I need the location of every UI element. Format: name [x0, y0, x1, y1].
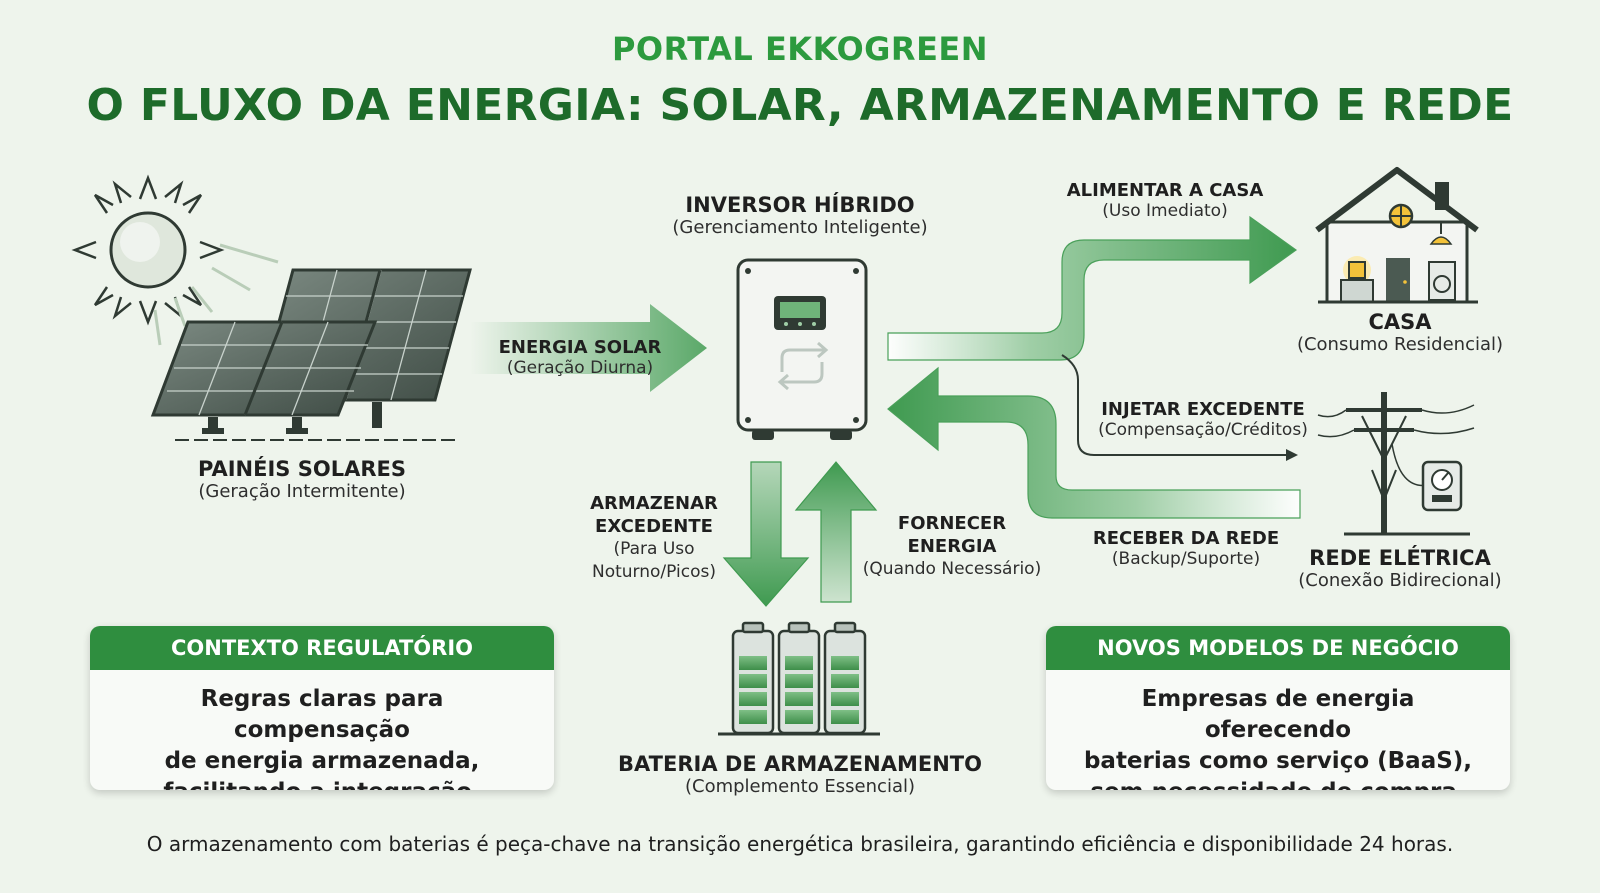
regulatory-card-line: Regras claras para compensação: [200, 686, 444, 743]
battery-icon: [718, 621, 880, 736]
receive-grid-arrow: [887, 366, 1301, 519]
battery-label: BATERIA DE ARMAZENAMENTO (Complemento Es…: [590, 752, 1010, 797]
supply-energy-title-1: FORNECER: [897, 513, 1007, 534]
inverter-title: INVERSOR HÍBRIDO: [685, 193, 915, 217]
inject-surplus-label: INJETAR EXCEDENTE (Compensação/Créditos): [1078, 399, 1328, 440]
battery-title: BATERIA DE ARMAZENAMENTO: [618, 752, 982, 776]
store-surplus-subtitle-1: (Para Uso: [613, 539, 695, 559]
business-card: NOVOS MODELOS DE NEGÓCIO Empresas de ene…: [1046, 626, 1510, 790]
receive-grid-label: RECEBER DA REDE (Backup/Suporte): [1066, 528, 1306, 569]
regulatory-card-line: de energia armazenada,: [164, 748, 480, 774]
house-icon: [1315, 167, 1479, 304]
regulatory-card-title: CONTEXTO REGULATÓRIO: [90, 626, 554, 670]
business-card-body: Empresas de energia oferecendo baterias …: [1046, 670, 1510, 790]
inject-surplus-title: INJETAR EXCEDENTE: [1101, 399, 1305, 420]
inverter-icon: [736, 258, 868, 440]
supply-energy-title-2: ENERGIA: [907, 536, 997, 557]
supply-energy-label: FORNECER ENERGIA (Quando Necessário): [852, 512, 1052, 581]
business-card-line: Empresas de energia oferecendo: [1141, 686, 1415, 743]
business-card-title: NOVOS MODELOS DE NEGÓCIO: [1046, 626, 1510, 670]
solar-panels-label: PAINÉIS SOLARES (Geração Intermitente): [152, 457, 452, 502]
business-card-line: baterias como serviço (BaaS),: [1083, 748, 1473, 774]
solar-panels-subtitle: (Geração Intermitente): [198, 481, 406, 502]
feed-house-label: ALIMENTAR A CASA (Uso Imediato): [1040, 180, 1290, 221]
regulatory-card-body: Regras claras para compensação de energi…: [90, 670, 554, 790]
receive-grid-title: RECEBER DA REDE: [1092, 528, 1280, 549]
business-card-line: sem necessidade de compra.: [1066, 777, 1490, 790]
store-surplus-title-1: ARMAZENAR: [590, 493, 718, 514]
house-label: CASA (Consumo Residencial): [1270, 310, 1530, 355]
store-surplus-subtitle-2: Noturno/Picos): [592, 562, 716, 582]
supply-energy-subtitle: (Quando Necessário): [862, 559, 1042, 579]
battery-subtitle: (Complemento Essencial): [684, 776, 915, 797]
store-surplus-label: ARMAZENAR EXCEDENTE (Para Uso Noturno/Pi…: [560, 492, 748, 584]
power-grid-icon: [1317, 392, 1475, 536]
grid-subtitle: (Conexão Bidirecional): [1298, 570, 1502, 591]
sun-icon: [71, 174, 279, 346]
page-title: O FLUXO DA ENERGIA: SOLAR, ARMAZENAMENTO…: [86, 80, 1514, 131]
solar-panels-title: PAINÉIS SOLARES: [198, 457, 406, 481]
store-surplus-title-2: EXCEDENTE: [595, 516, 713, 537]
inverter-subtitle: (Gerenciamento Inteligente): [672, 217, 928, 238]
supply-energy-arrow: [794, 461, 878, 603]
brand-name: PORTAL EKKOGREEN: [611, 30, 989, 68]
house-subtitle: (Consumo Residencial): [1296, 334, 1504, 355]
regulatory-card: CONTEXTO REGULATÓRIO Regras claras para …: [90, 626, 554, 790]
feed-house-arrow: [887, 215, 1298, 361]
house-title: CASA: [1368, 310, 1432, 334]
feed-house-subtitle: (Uso Imediato): [1102, 201, 1228, 221]
inject-surplus-arrow: [1061, 354, 1288, 456]
solar-energy-subtitle: (Geração Diurna): [506, 358, 654, 378]
inject-surplus-subtitle: (Compensação/Créditos): [1098, 420, 1308, 440]
feed-house-title: ALIMENTAR A CASA: [1066, 180, 1264, 201]
solar-energy-arrow: [470, 304, 707, 392]
grid-label: REDE ELÉTRICA (Conexão Bidirecional): [1270, 546, 1530, 591]
solar-panels-icon: [150, 268, 472, 441]
receive-grid-subtitle: (Backup/Suporte): [1111, 549, 1261, 569]
inverter-label: INVERSOR HÍBRIDO (Gerenciamento Intelige…: [640, 193, 960, 238]
solar-energy-label: ENERGIA SOLAR (Geração Diurna): [490, 337, 670, 378]
solar-energy-title: ENERGIA SOLAR: [498, 337, 662, 358]
footer-note: O armazenamento com baterias é peça-chav…: [146, 832, 1454, 856]
grid-title: REDE ELÉTRICA: [1309, 546, 1491, 570]
store-surplus-arrow: [722, 461, 810, 607]
regulatory-card-line: facilitando a integração.: [110, 777, 534, 790]
